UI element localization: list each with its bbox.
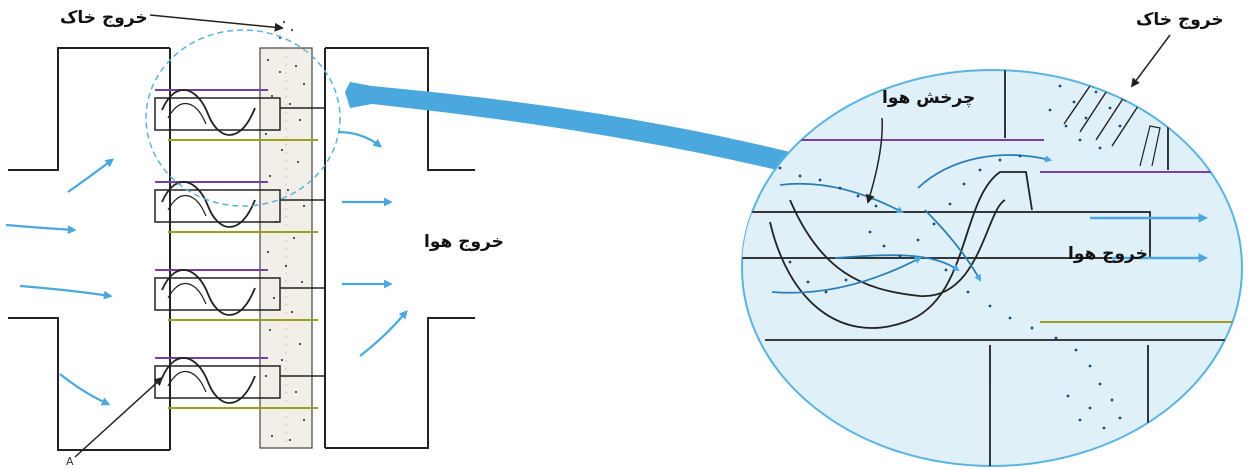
air-exit-label-left: خروج هوا [424,232,504,252]
zoom-source-circle [145,29,341,207]
air-swirl-label: چرخش هوا [882,88,976,108]
dust-exit-label-left: خروج خاک [60,8,148,28]
dust-exit-label-right: خروج خاک [1136,10,1224,30]
dust-column [259,21,313,449]
cyclone-tube [154,89,325,141]
zoom-detail-ellipse [741,69,1243,467]
air-exit-label-right: خروج هوا [1068,244,1148,264]
zoom-connector-arrow [345,82,790,172]
cyclone-tube [154,269,325,321]
air-inlet-arrows [5,158,115,406]
zoom-detail-content [742,70,1242,466]
marker-a: A [66,455,74,468]
housing-outline [8,47,475,451]
air-outlet-arrows [337,130,408,357]
cyclone-tube [154,181,325,233]
leader-lines [74,14,1171,458]
